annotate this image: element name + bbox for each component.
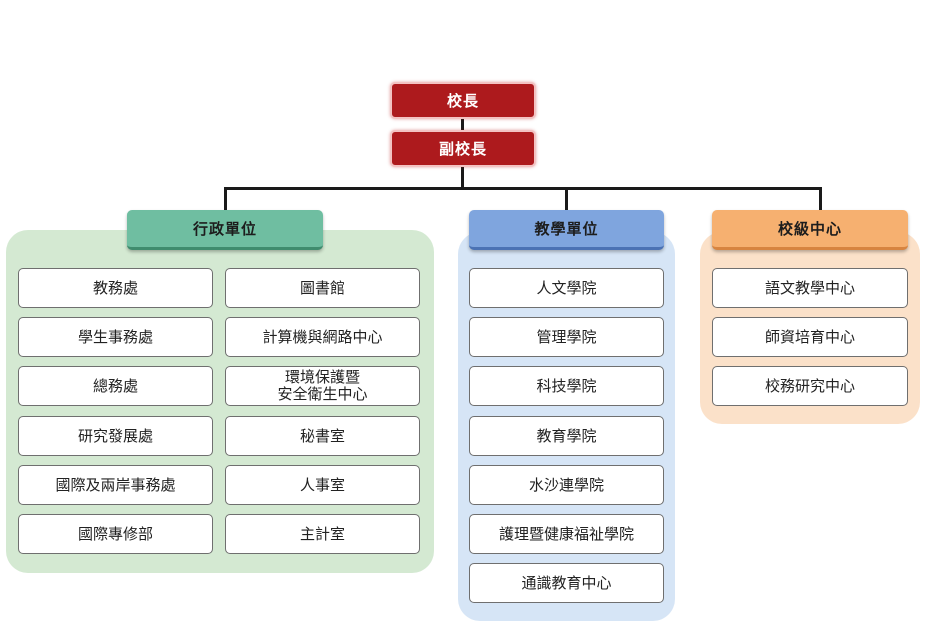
admin-unit-international-affairs: 國際及兩岸事務處	[18, 465, 213, 505]
college-science-technology: 科技學院	[469, 366, 664, 406]
admin-unit-computer-network-center: 計算機與網路中心	[225, 317, 420, 357]
college-humanities: 人文學院	[469, 268, 664, 308]
principal-box: 校長	[390, 82, 536, 119]
admin-unit-environmental-safety-center: 環境保護暨 安全衛生中心	[225, 366, 420, 406]
connector-teaching	[565, 187, 568, 211]
center-language-teaching: 語文教學中心	[712, 268, 908, 308]
college-shui-sha-lian: 水沙連學院	[469, 465, 664, 505]
vice-principal-box: 副校長	[390, 130, 536, 167]
college-nursing-health: 護理暨健康福祉學院	[469, 514, 664, 554]
connector-centers	[819, 187, 822, 211]
admin-header: 行政單位	[127, 210, 323, 250]
admin-unit-general-affairs: 總務處	[18, 366, 213, 406]
admin-unit-secretariat: 秘書室	[225, 416, 420, 456]
admin-unit-academic-affairs: 教務處	[18, 268, 213, 308]
centers-header: 校級中心	[712, 210, 908, 250]
college-management: 管理學院	[469, 317, 664, 357]
college-education: 教育學院	[469, 416, 664, 456]
connector-vice-down	[461, 166, 464, 189]
teaching-header: 教學單位	[469, 210, 664, 250]
admin-unit-library: 圖書館	[225, 268, 420, 308]
center-teacher-education: 師資培育中心	[712, 317, 908, 357]
connector-principal-vice	[461, 118, 464, 132]
admin-unit-international-study: 國際專修部	[18, 514, 213, 554]
connector-admin	[224, 187, 227, 211]
connector-horizontal	[224, 187, 822, 190]
admin-unit-research-development: 研究發展處	[18, 416, 213, 456]
admin-unit-student-affairs: 學生事務處	[18, 317, 213, 357]
admin-unit-accounting: 主計室	[225, 514, 420, 554]
center-institutional-research: 校務研究中心	[712, 366, 908, 406]
admin-unit-personnel: 人事室	[225, 465, 420, 505]
center-general-education: 通識教育中心	[469, 563, 664, 603]
